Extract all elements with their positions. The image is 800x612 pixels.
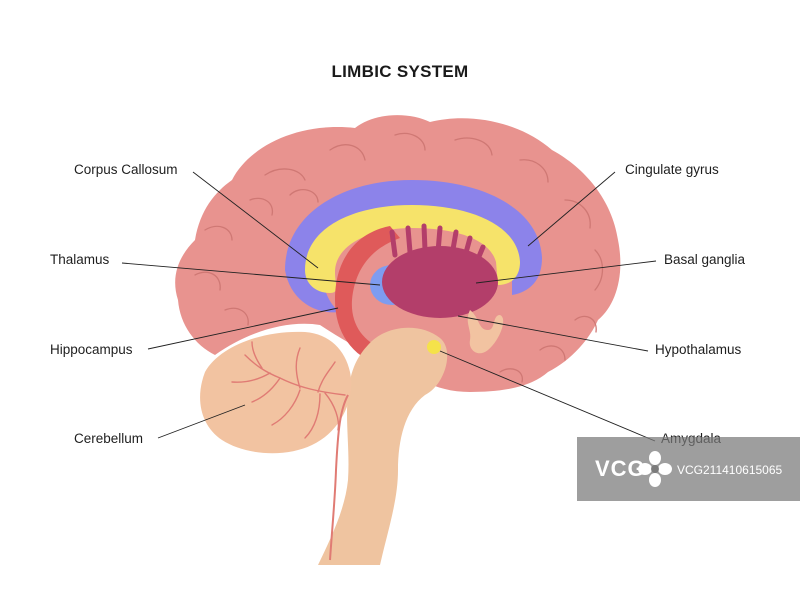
watermark-flower-icon bbox=[638, 451, 672, 487]
label-thalamus: Thalamus bbox=[50, 252, 110, 267]
amygdala bbox=[427, 340, 441, 354]
hippocampus bbox=[335, 226, 428, 368]
label-corpus-callosum: Corpus Callosum bbox=[74, 162, 178, 177]
cingulate-gyrus bbox=[285, 180, 542, 313]
diagram-title: LIMBIC SYSTEM bbox=[331, 62, 469, 81]
label-hypothalamus: Hypothalamus bbox=[655, 342, 742, 357]
leader-hypothalamus bbox=[457, 315, 649, 352]
watermark-logo: VCG bbox=[595, 456, 646, 481]
label-cerebellum: Cerebellum bbox=[74, 431, 144, 446]
leader-cerebellum bbox=[157, 404, 246, 439]
cerebrum bbox=[175, 115, 621, 392]
leader-cingulate-gyrus bbox=[527, 171, 616, 247]
basal-ganglia bbox=[382, 246, 498, 318]
watermark: VCG VCG211410615065 bbox=[577, 437, 800, 501]
arbor-vitae bbox=[231, 341, 346, 439]
cerebellum bbox=[200, 331, 352, 454]
label-hippocampus: Hippocampus bbox=[50, 342, 133, 357]
leader-hippocampus bbox=[147, 307, 339, 350]
leader-thalamus bbox=[121, 262, 381, 286]
leader-amygdala bbox=[439, 350, 656, 442]
cortex-folds bbox=[194, 132, 604, 383]
nerve-fiber bbox=[329, 394, 349, 561]
label-cingulate-gyrus: Cingulate gyrus bbox=[625, 162, 719, 177]
corpus-callosum bbox=[305, 205, 520, 293]
hypothalamus bbox=[467, 310, 504, 354]
leader-basal-ganglia bbox=[475, 260, 657, 284]
leader-corpus-callosum bbox=[192, 171, 319, 269]
leader-lines bbox=[121, 171, 657, 442]
label-basal-ganglia: Basal ganglia bbox=[664, 252, 746, 267]
watermark-id: VCG211410615065 bbox=[677, 463, 783, 477]
